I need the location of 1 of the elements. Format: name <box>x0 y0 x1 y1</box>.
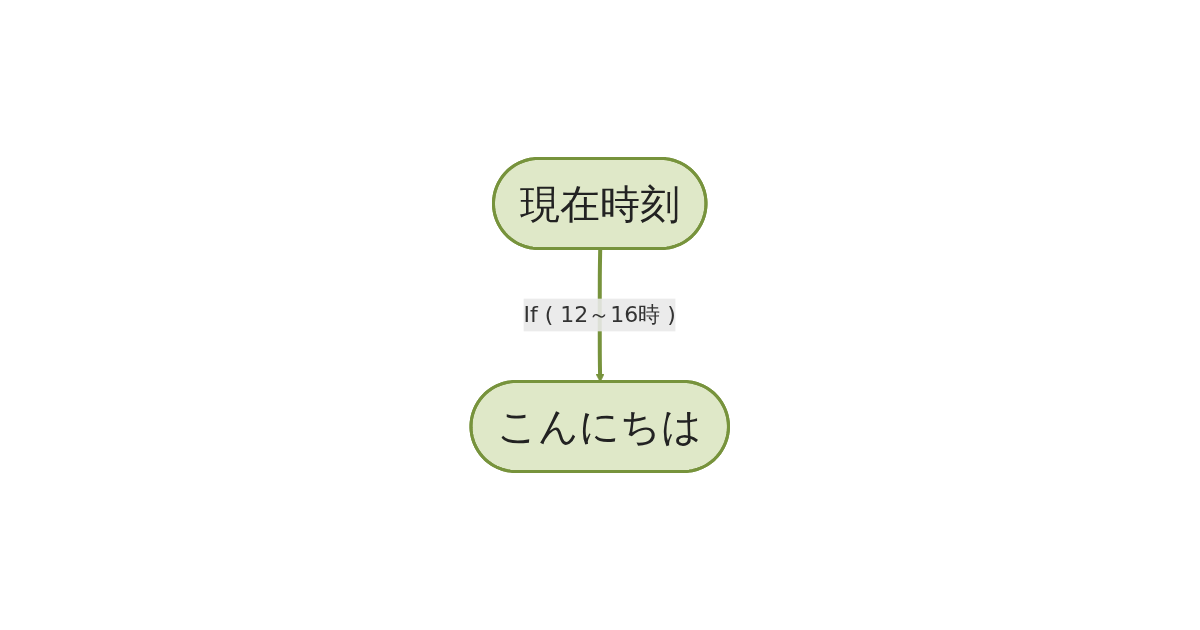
edge-label: If ( 12～16時 ) <box>523 302 677 328</box>
